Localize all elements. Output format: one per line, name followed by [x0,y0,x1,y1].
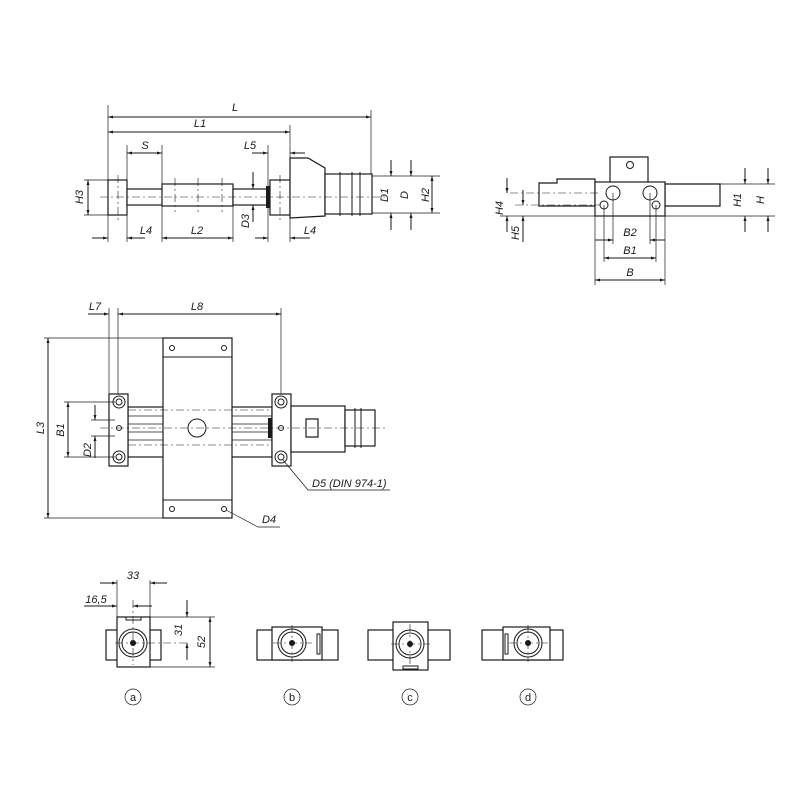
dim-B1: B1 [623,245,636,257]
dim-L8: L8 [191,301,204,313]
dim-H2: H2 [420,188,432,202]
dim-L1: L1 [194,118,206,130]
dim-S: S [141,140,149,152]
dim-L4-right: L4 [304,225,316,237]
dim-B1-top: B1 [55,423,67,436]
dim-H: H [755,196,767,204]
variants: 33 16,5 31 52 a b c d [84,570,564,706]
dim-B: B [626,267,633,279]
dim-D2: D2 [82,443,94,457]
dim-H4: H4 [494,201,506,215]
end-view: B2 B1 B H4 H5 H1 H [494,156,775,285]
variant-label-b: b [289,692,295,704]
side-view: L L1 S L5 H3 D3 D1 D H2 L4 L2 L4 [74,102,440,242]
dim-L2: L2 [191,225,203,237]
top-view: L7 L8 L3 B1 D2 D5 (DIN 974-1) D4 [35,301,390,528]
dim-L: L [232,102,238,114]
dim-L3: L3 [35,421,47,434]
variant-label-a: a [130,692,137,704]
dim-H1: H1 [732,193,744,207]
dim-33: 33 [127,570,140,582]
dim-52: 52 [196,636,208,648]
dim-B2: B2 [623,227,636,239]
variant-label-c: c [407,692,413,704]
dim-D4: D4 [262,514,276,526]
dim-H3: H3 [74,189,86,204]
dim-H5: H5 [510,225,522,240]
dim-L7: L7 [89,301,102,313]
dim-31: 31 [173,624,185,636]
dim-16-5: 16,5 [85,594,107,606]
dim-L4-left: L4 [140,225,152,237]
dim-D3: D3 [240,213,252,228]
dim-D: D [399,191,411,199]
dim-D5: D5 (DIN 974-1) [312,478,387,490]
variant-label-d: d [525,692,531,704]
dim-L5: L5 [244,140,257,152]
dim-D1: D1 [379,188,391,202]
